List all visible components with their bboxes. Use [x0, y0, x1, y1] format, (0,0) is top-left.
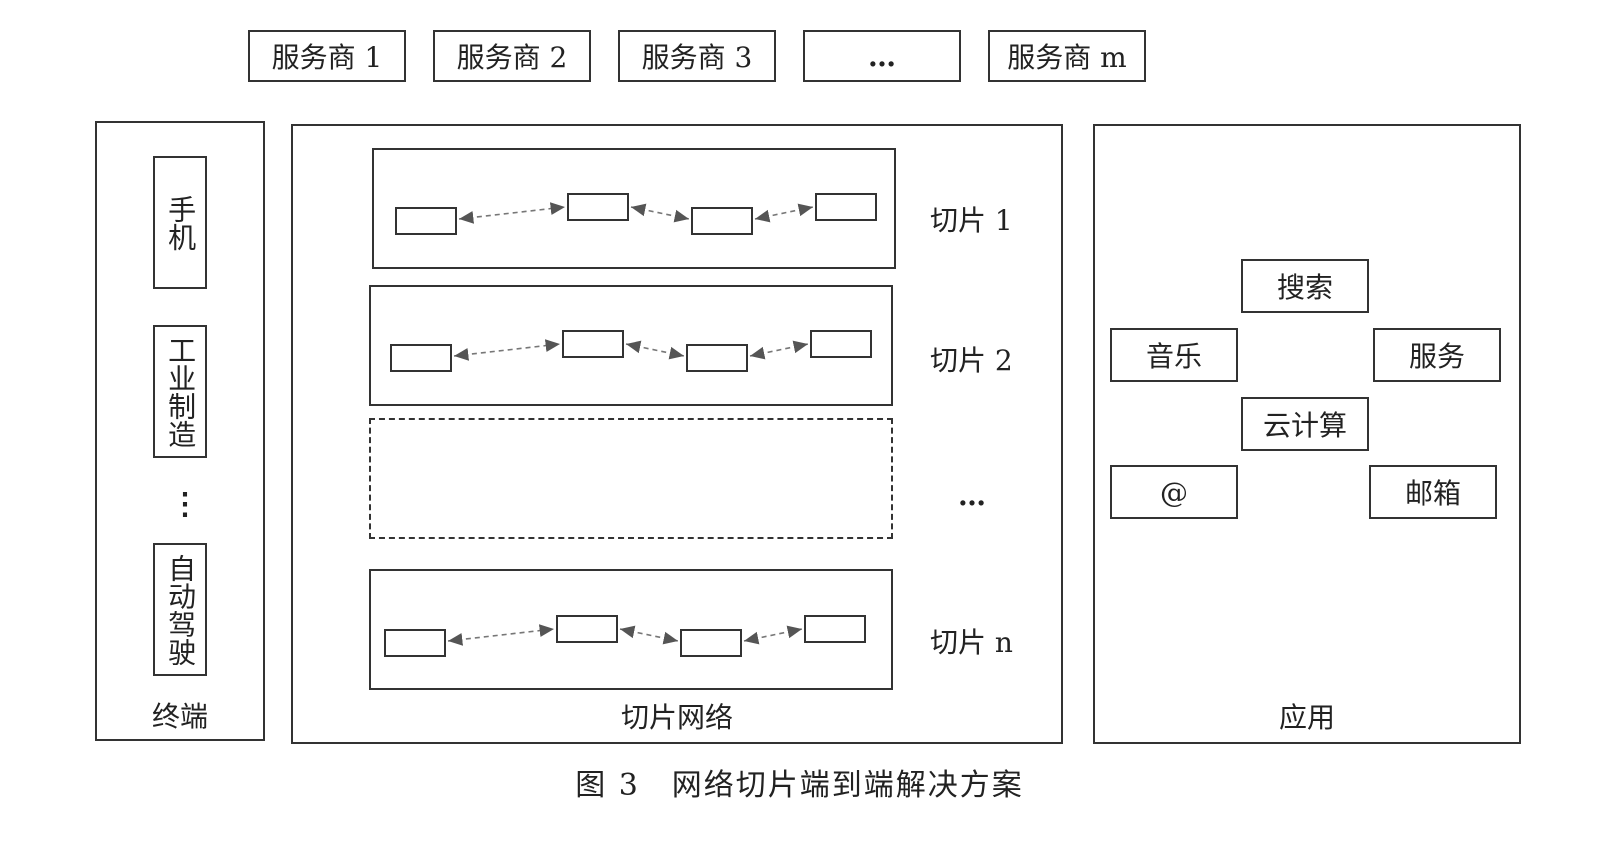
app-mailbox: 邮箱	[1369, 465, 1497, 519]
provider-2: 服务商 2	[433, 30, 591, 82]
slice-1-node-3	[691, 207, 753, 235]
provider-3: 服务商 3	[618, 30, 776, 82]
figure-caption: 图 3 网络切片端到端解决方案	[575, 768, 1024, 803]
device-ellipsis: ⋮	[170, 487, 200, 522]
app-service: 服务	[1373, 328, 1501, 382]
slice-n-node-1	[384, 629, 446, 657]
app-search: 搜索	[1241, 259, 1369, 313]
slice-n-node-4	[804, 615, 866, 643]
device-autonomous: 自动驾驶	[153, 543, 207, 676]
slice-network-title: 切片网络	[620, 701, 733, 734]
slice-ellipsis-box	[369, 418, 893, 539]
provider-m: 服务商 m	[988, 30, 1146, 82]
slice-2-node-2	[562, 330, 624, 358]
slice-2-node-3	[686, 344, 748, 372]
device-phone: 手机	[153, 156, 207, 289]
app-title: 应用	[1278, 701, 1335, 734]
provider-1: 服务商 1	[248, 30, 406, 82]
slice-1-node-4	[815, 193, 877, 221]
slice-1-label: 切片 1	[930, 204, 1013, 237]
slice-1-node-2	[567, 193, 629, 221]
app-music: 音乐	[1110, 328, 1238, 382]
slice-2-node-4	[810, 330, 872, 358]
slice-n-node-3	[680, 629, 742, 657]
terminal-title: 终端	[151, 700, 208, 733]
slice-n-label: 切片 n	[930, 626, 1013, 659]
app-panel: 应用	[1093, 124, 1521, 744]
slice-2-node-1	[390, 344, 452, 372]
provider-ellipsis: …	[803, 30, 961, 82]
device-industrial: 工业制造	[153, 325, 207, 458]
slice-1-node-1	[395, 207, 457, 235]
app-at: @	[1110, 465, 1238, 519]
slice-ellipsis-label: …	[958, 479, 986, 512]
slice-2-label: 切片 2	[930, 344, 1013, 377]
slice-n-node-2	[556, 615, 618, 643]
app-cloud-computing: 云计算	[1241, 397, 1369, 451]
